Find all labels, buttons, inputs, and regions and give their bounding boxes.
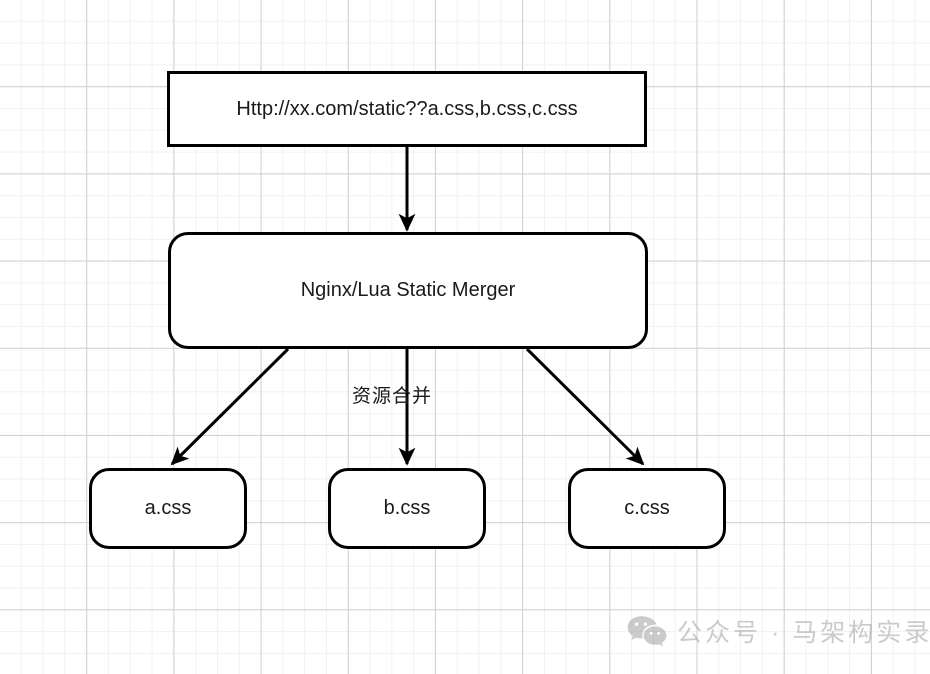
node-a-css[interactable]: a.css bbox=[89, 468, 247, 549]
node-a-css-label: a.css bbox=[144, 497, 192, 519]
node-nginx-lua-static-merger[interactable]: Nginx/Lua Static Merger bbox=[168, 232, 648, 349]
wechat-logo-icon bbox=[627, 616, 667, 647]
node-request-url-label: Http://xx.com/static??a.css,b.css,c.css bbox=[236, 97, 578, 120]
node-nginx-lua-static-merger-label: Nginx/Lua Static Merger bbox=[300, 279, 516, 301]
edge-merger-to-c-css bbox=[525, 347, 645, 466]
edge-label-resource-merge: 资源合并 bbox=[352, 386, 433, 407]
node-b-css[interactable]: b.css bbox=[328, 468, 486, 549]
node-c-css-label: c.css bbox=[624, 497, 670, 519]
watermark: 公众号 · 马架构实录 bbox=[626, 613, 930, 649]
watermark-text: 公众号 · 马架构实录 bbox=[677, 619, 930, 647]
node-request-url[interactable]: Http://xx.com/static??a.css,b.css,c.css bbox=[167, 71, 647, 147]
edge-merger-to-a-css bbox=[170, 347, 290, 466]
node-c-css[interactable]: c.css bbox=[568, 468, 726, 549]
node-b-css-label: b.css bbox=[383, 497, 431, 519]
